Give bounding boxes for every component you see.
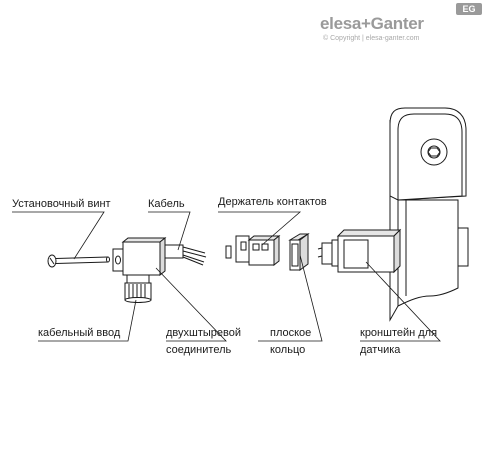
sensor-plug-part [317, 239, 339, 267]
label-cable-gland: кабельный ввод [38, 327, 121, 339]
label-connector-line2: соединитель [166, 344, 232, 356]
flat-ring-part [288, 233, 310, 271]
brand-badge: EG [456, 3, 482, 15]
contact-holder-part [225, 234, 281, 267]
label-set-screw: Установочный винт [12, 198, 111, 210]
copyright-text: © Copyright | elesa-ganter.com [323, 35, 420, 42]
label-ring-line2: кольцо [270, 344, 306, 356]
label-ring-line1: плоское [270, 327, 312, 339]
set-screw-part [47, 254, 110, 268]
connector-part [112, 236, 207, 303]
label-bracket-line1: кронштейн для [360, 327, 438, 339]
label-bracket-line2: датчика [360, 344, 401, 356]
label-contact-holder: Держатель контактов [218, 196, 327, 208]
label-connector-line1: двухштыревой [166, 327, 242, 339]
leader-lines [12, 211, 441, 342]
brand-logo: elesa+Ganter [320, 14, 424, 33]
label-cable: Кабель [148, 198, 185, 210]
sensor-bracket-part [336, 107, 469, 322]
